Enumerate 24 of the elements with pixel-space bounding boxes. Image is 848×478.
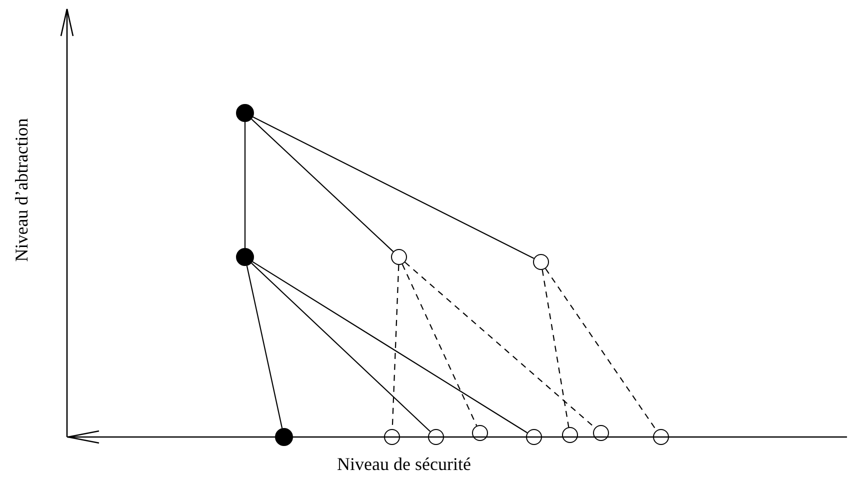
axis-label: Niveau de sécurité <box>337 454 471 475</box>
open-circle <box>428 429 444 445</box>
open-circle <box>562 427 578 443</box>
dashed-line <box>545 268 657 431</box>
dashed-line <box>404 262 596 428</box>
open-circle <box>391 249 407 265</box>
open-circle <box>384 429 400 445</box>
line <box>251 262 431 432</box>
line <box>251 118 394 252</box>
axis-label: Niveau d’abtraction <box>12 118 32 262</box>
dashed-line <box>542 270 570 428</box>
filled-dot <box>236 104 254 122</box>
open-circle <box>593 425 609 441</box>
line <box>252 261 528 434</box>
filled-dot <box>236 248 254 266</box>
line <box>252 116 534 259</box>
open-circle <box>526 429 542 445</box>
open-circle <box>653 429 669 445</box>
open-circle <box>533 254 549 270</box>
filled-dot <box>275 428 293 446</box>
dashed-line <box>402 264 478 426</box>
line <box>244 122 246 248</box>
line <box>246 266 283 428</box>
open-circle <box>472 425 488 441</box>
